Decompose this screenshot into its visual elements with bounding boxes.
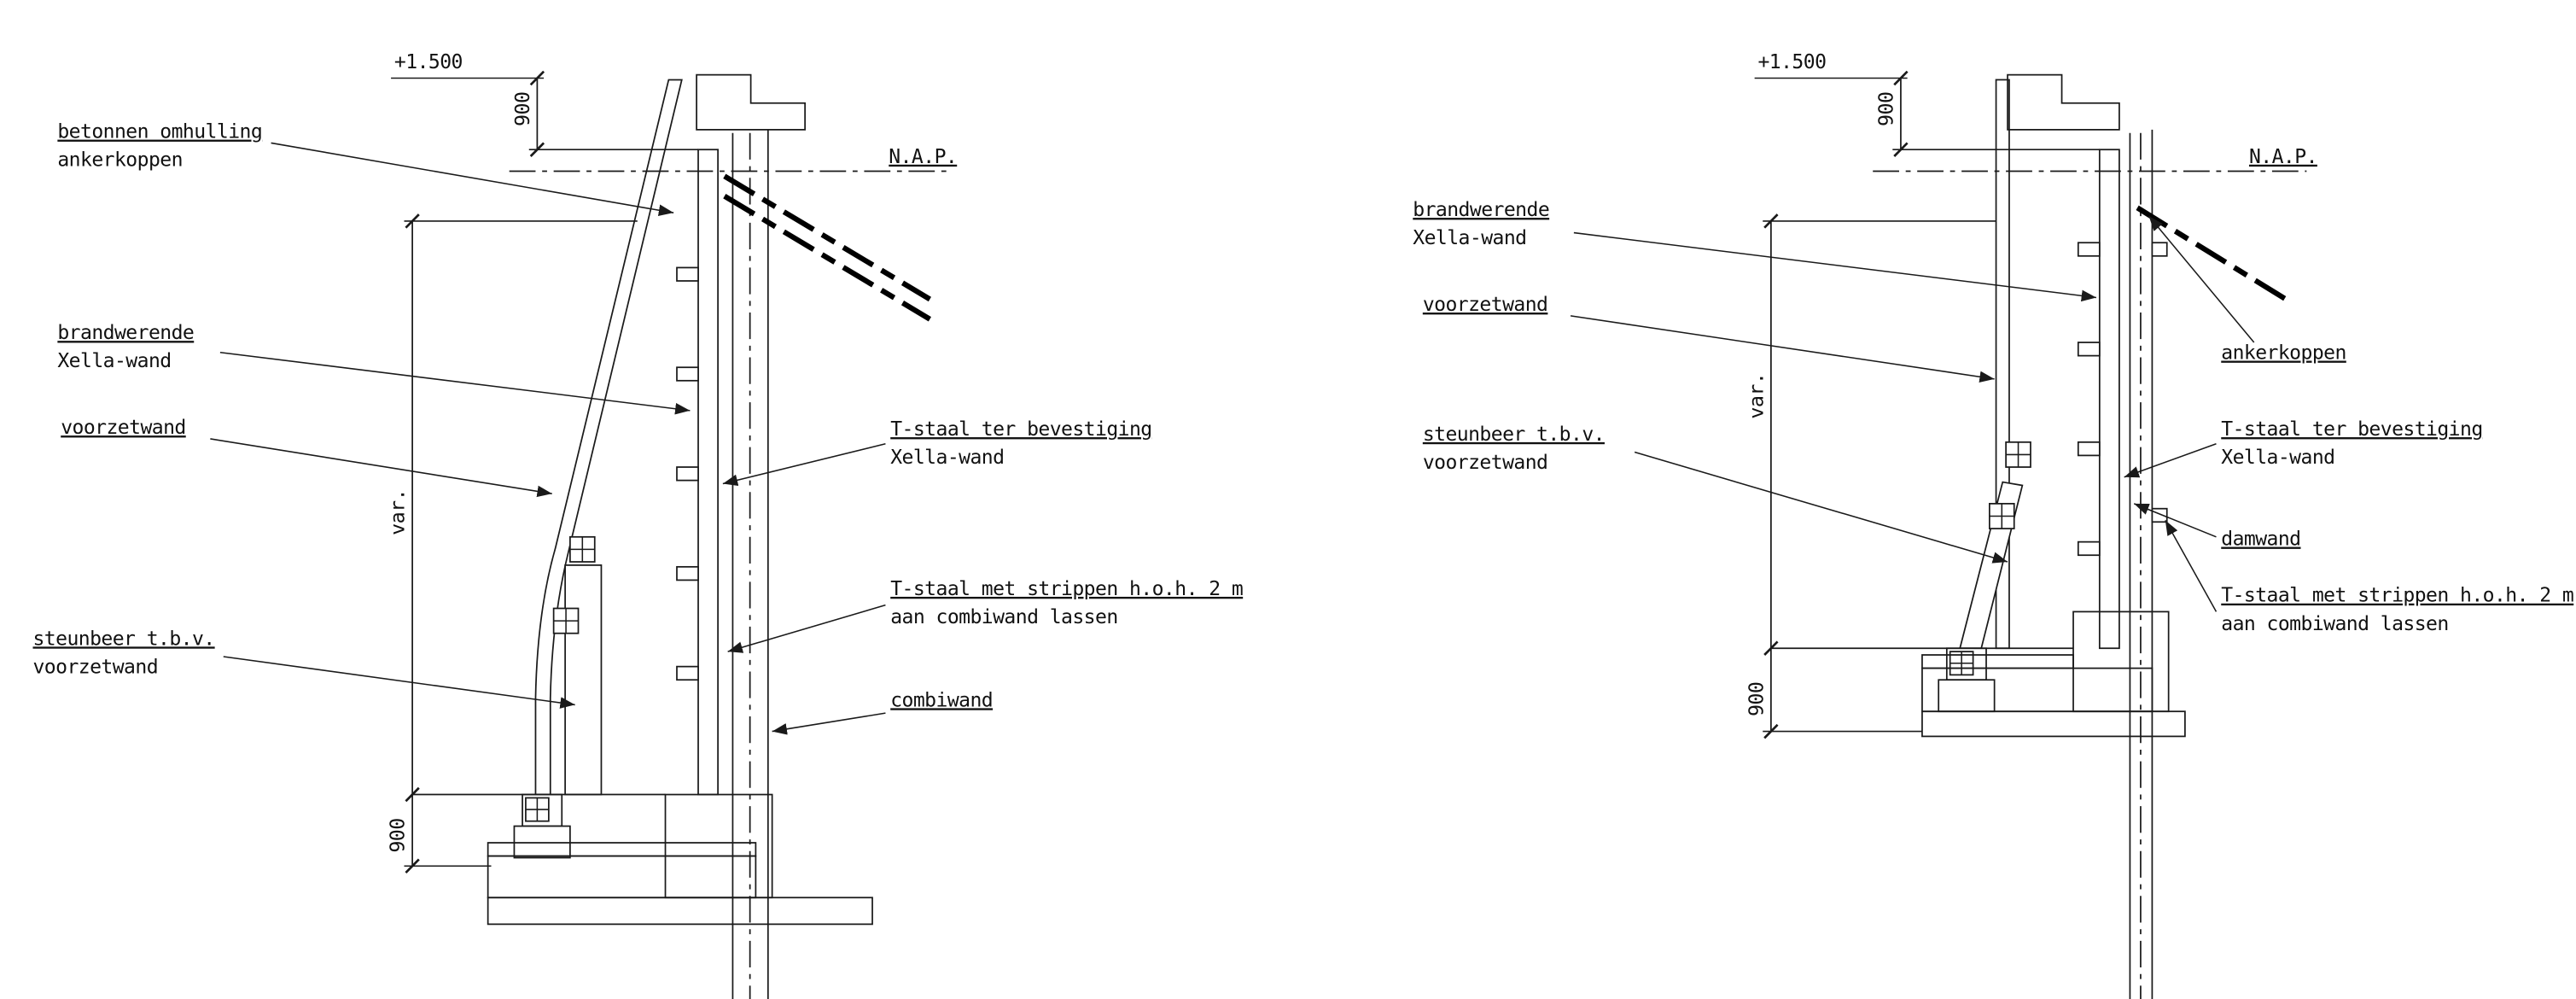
level-label: +1.500	[394, 50, 463, 73]
leader-line	[722, 443, 886, 486]
label-tstaal-bevestiging-2: Xella-wand	[2221, 446, 2334, 469]
voorzetwand-shape	[534, 79, 683, 796]
dim-900-top-label: 900	[511, 92, 534, 126]
label-ankerkoppen: ankerkoppen	[2221, 341, 2346, 364]
dim-tick	[405, 213, 420, 229]
dim-900-bottom-label: 900	[1745, 682, 1768, 716]
leader-line	[772, 712, 886, 735]
leader-line	[210, 438, 552, 498]
label-steunbeer-2: voorzetwand	[1423, 451, 1548, 474]
leader-line	[2148, 215, 2255, 343]
leader-line	[2165, 519, 2218, 612]
label-ankerkoppen: ankerkoppen	[57, 149, 183, 172]
steunbeer-base	[1938, 647, 1996, 713]
nap-label: N.A.P.	[889, 145, 957, 168]
dim-var-label: var.	[1745, 373, 1768, 419]
under-slab	[1921, 710, 2186, 738]
steunbeer-base	[513, 793, 571, 859]
label-brandwerende: brandwerende	[1413, 198, 1549, 221]
leader-line	[219, 351, 691, 415]
label-voorzetwand: voorzetwand	[1423, 293, 1548, 316]
label-tstaal-bevestiging-2: Xella-wand	[890, 446, 1004, 469]
left-section: +1.500 900 N.A.P. var. 900	[32, 50, 1244, 999]
cap-beam	[2007, 73, 2120, 131]
label-combiwand: combiwand	[890, 688, 993, 711]
label-xella-wand: Xella-wand	[1413, 226, 1526, 249]
label-tstaal-strippen: T-staal met strippen h.o.h. 2 m	[2221, 584, 2573, 607]
nap-label: N.A.P.	[2249, 145, 2317, 168]
label-voorzetwand: voorzetwand	[61, 416, 186, 439]
dim-var-label: var.	[387, 489, 410, 535]
steunbeer	[1959, 441, 2031, 650]
label-tstaal-strippen-2: aan combiwand lassen	[890, 605, 1117, 628]
label-steunbeer: steunbeer t.b.v.	[1423, 423, 1605, 446]
label-steunbeer-2: voorzetwand	[32, 655, 158, 678]
leader-line	[2133, 503, 2217, 538]
label-tstaal-strippen: T-staal met strippen h.o.h. 2 m	[890, 577, 1243, 600]
tstaal-strips-damwand	[2151, 242, 2168, 523]
leader-line	[727, 604, 886, 653]
under-slab	[487, 897, 873, 926]
dim-900-top-label: 900	[1874, 92, 1897, 126]
floor-slab-hatched	[487, 855, 757, 899]
label-steunbeer: steunbeer t.b.v.	[32, 627, 214, 650]
dim-tick	[1893, 70, 1909, 86]
label-tstaal-bevestiging: T-staal ter bevestiging	[890, 418, 1151, 441]
tstaal-strips	[676, 266, 699, 681]
tstaal-strips	[2077, 242, 2101, 557]
level-label: +1.500	[1757, 50, 1826, 73]
anchor-line	[723, 194, 931, 322]
dim-tick	[1763, 213, 1779, 229]
label-brandwerende: brandwerende	[57, 321, 194, 344]
anchor-line	[723, 173, 931, 302]
label-tstaal-bevestiging: T-staal ter bevestiging	[2221, 418, 2482, 441]
dim-900-bottom-label: 900	[387, 818, 410, 852]
label-betonnen-omhulling: betonnen omhulling	[57, 120, 262, 143]
dim-tick	[529, 70, 545, 86]
leader-line	[1570, 315, 1995, 383]
leader-line	[2124, 443, 2217, 478]
leader-line	[1634, 451, 2008, 564]
leader-line	[223, 656, 575, 709]
xella-wall	[2098, 149, 2120, 650]
floor-edge-block	[2072, 610, 2170, 713]
steunbeer	[552, 535, 603, 796]
label-xella-wand: Xella-wand	[57, 349, 171, 372]
leader-line	[1573, 231, 2097, 302]
leader-line	[271, 142, 674, 216]
label-damwand: damwand	[2221, 527, 2300, 550]
cap-beam	[696, 73, 806, 131]
xella-wall	[697, 149, 719, 796]
floor-screed	[1921, 654, 2074, 669]
label-tstaal-strippen-2: aan combiwand lassen	[2221, 612, 2448, 635]
right-section: +1.500 900 N.A.P. var. 900	[1413, 50, 2574, 999]
